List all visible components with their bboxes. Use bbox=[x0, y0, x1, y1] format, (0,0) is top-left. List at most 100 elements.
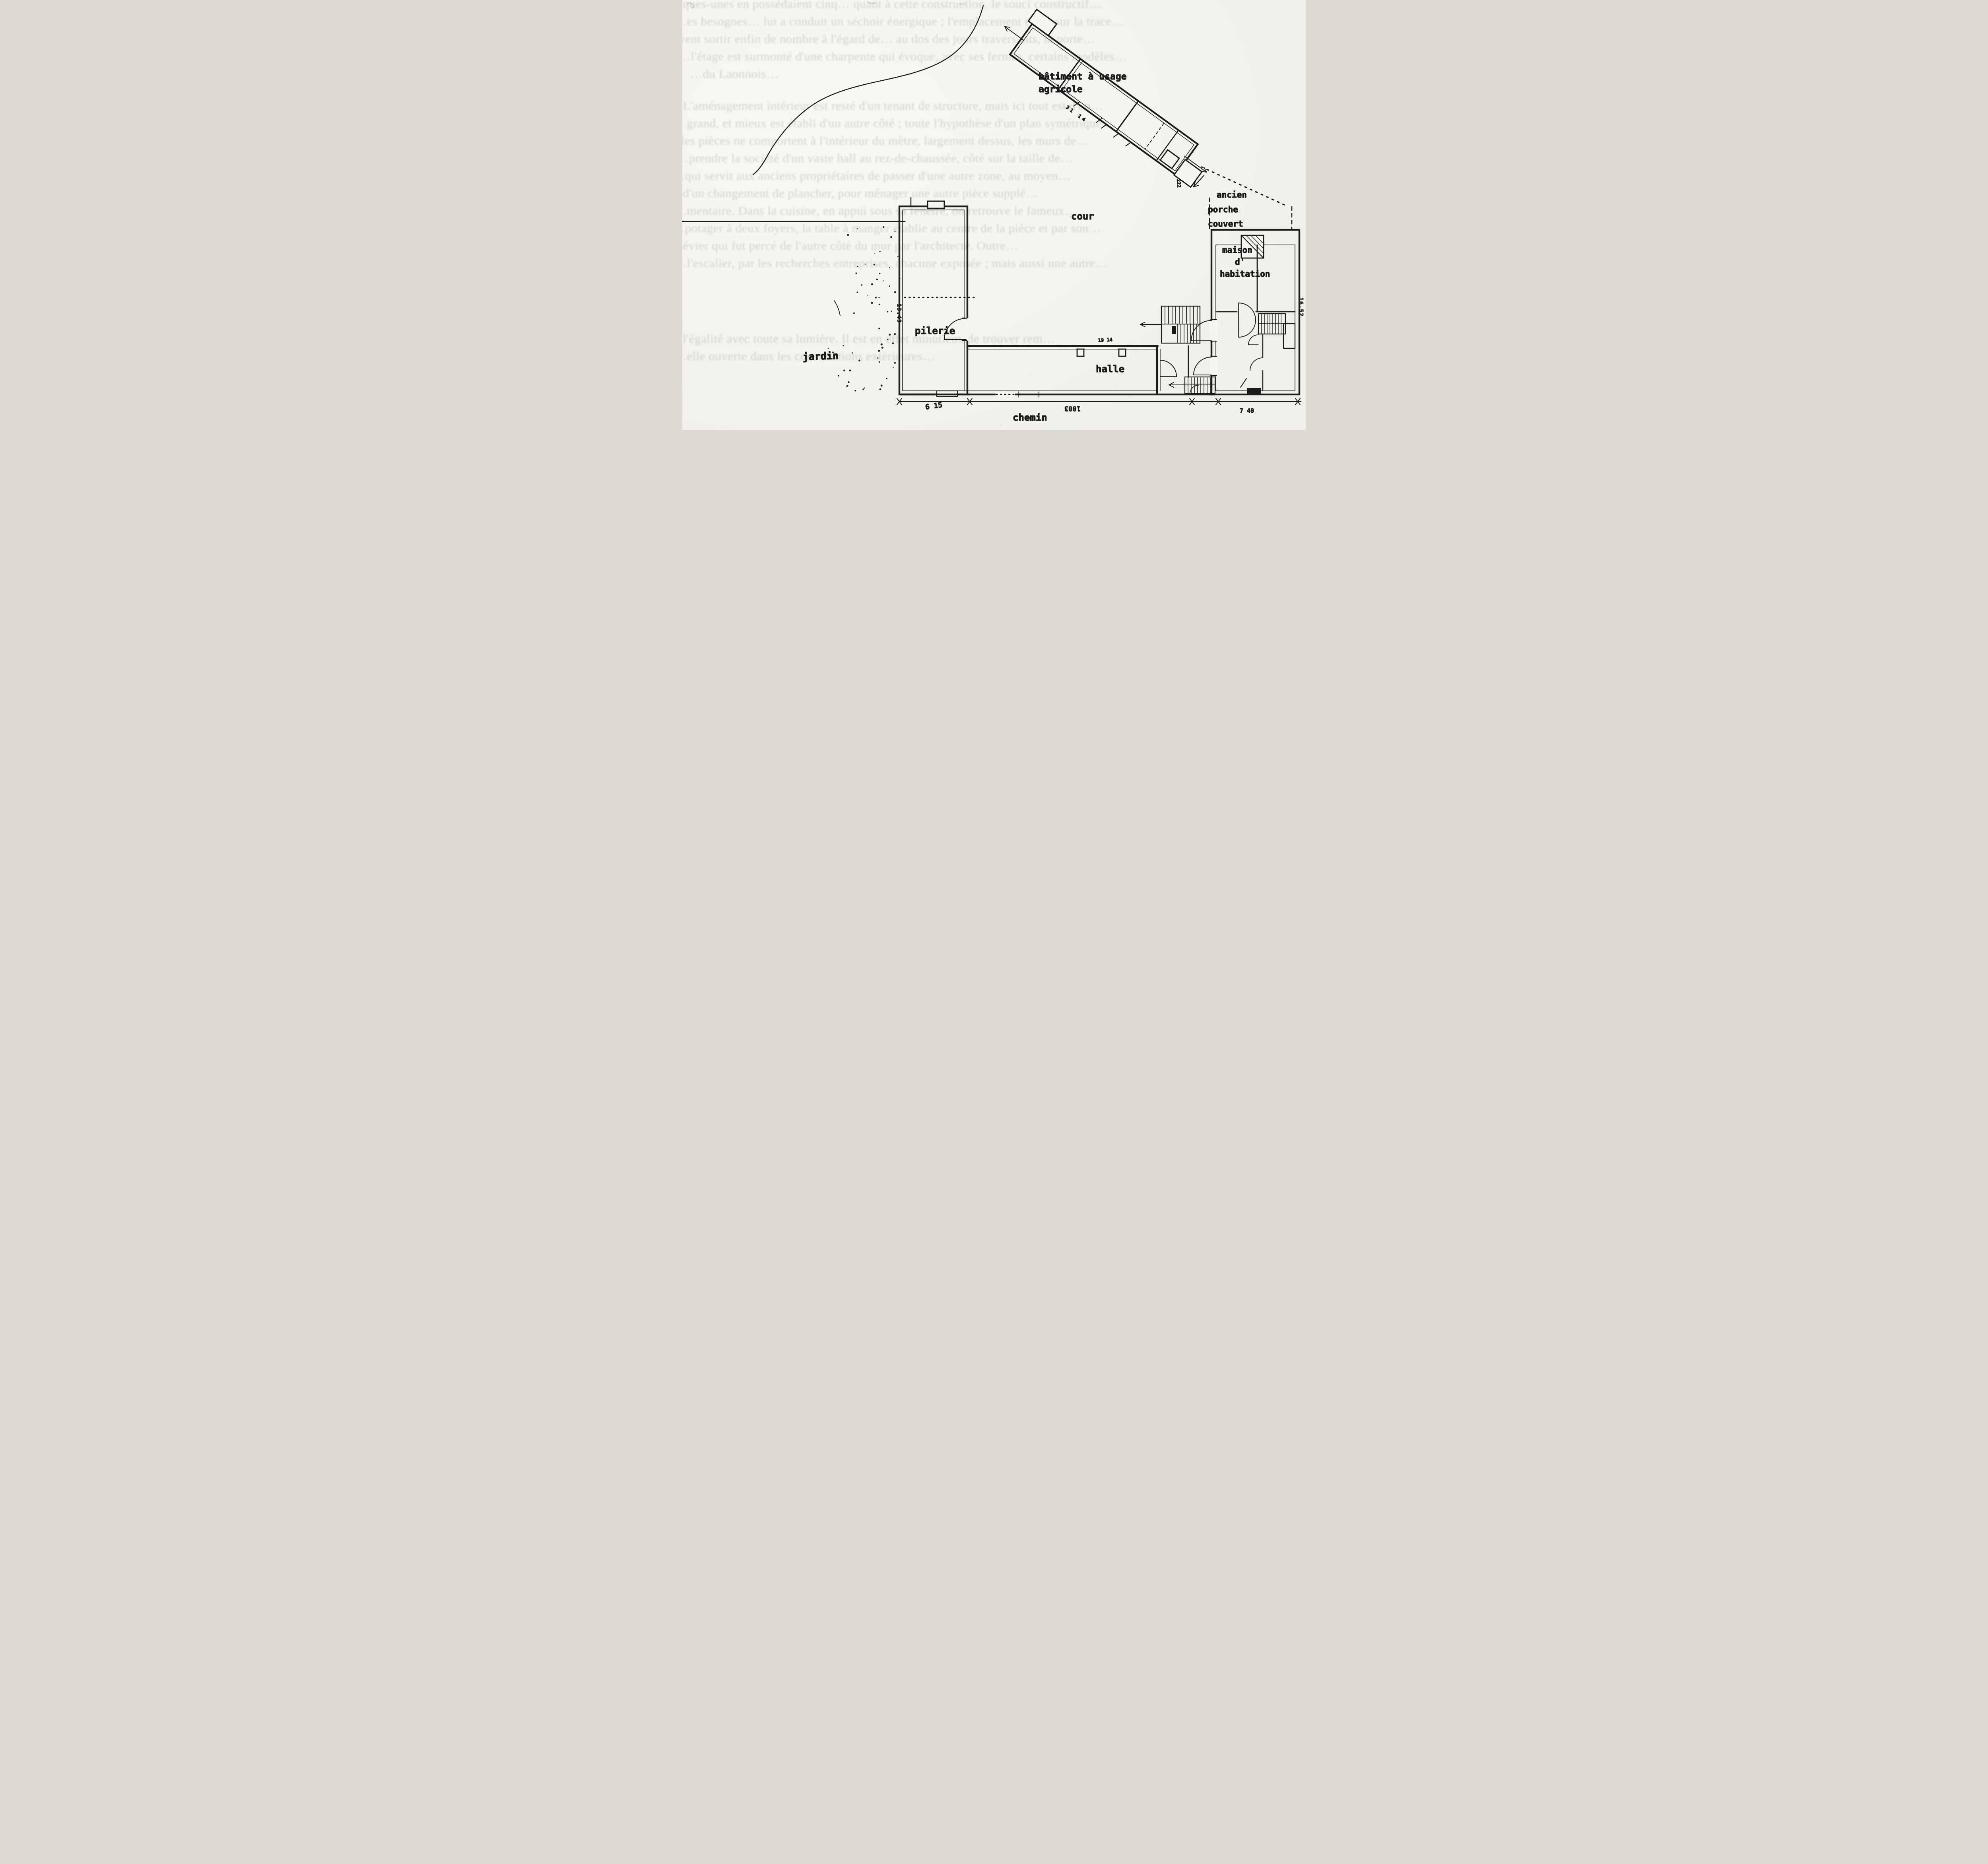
length-arrow-nw bbox=[1004, 26, 1024, 41]
garden-dot bbox=[894, 362, 896, 364]
paper-speck bbox=[1221, 323, 1223, 324]
garden-dot bbox=[871, 283, 873, 285]
bleedthrough-line: …du Laonnois… bbox=[690, 67, 779, 81]
label-halle: halle bbox=[1096, 363, 1124, 375]
garden-dot bbox=[883, 280, 884, 282]
paper-speck bbox=[775, 104, 776, 105]
garden-dot bbox=[847, 234, 849, 236]
garden-dot bbox=[828, 354, 829, 356]
label-chemin: chemin bbox=[1013, 412, 1047, 423]
label-agricultural-building-line2: agricole bbox=[1039, 84, 1083, 95]
dimension-tick bbox=[1295, 398, 1301, 405]
garden-dot bbox=[891, 311, 892, 312]
garden-dot bbox=[856, 291, 858, 293]
bleedthrough-line: …elle ouverte dans les constructions ext… bbox=[682, 349, 935, 363]
garden-dot bbox=[889, 267, 890, 268]
halle-building bbox=[898, 345, 1215, 398]
halle-inner-dimension: 19 14 bbox=[1098, 337, 1112, 343]
label-old-porch-line1: ancien bbox=[1217, 190, 1247, 200]
paper-speck bbox=[1245, 63, 1246, 64]
label-house-line1: maison bbox=[1222, 245, 1252, 255]
paper-speck bbox=[997, 86, 999, 88]
paper-speck bbox=[1030, 373, 1031, 375]
garden-dot bbox=[881, 346, 883, 349]
property-line bbox=[682, 197, 912, 222]
floor-plan-drawing: 31 14 222 bbox=[682, 1, 1304, 425]
garden-dot bbox=[894, 291, 896, 293]
garden-dot bbox=[857, 266, 858, 268]
garden-dot bbox=[854, 390, 856, 392]
garden-dot bbox=[861, 284, 863, 286]
paper-speck bbox=[990, 142, 991, 144]
closet bbox=[1283, 323, 1296, 349]
garden-dot bbox=[853, 312, 855, 314]
paper-speck bbox=[751, 30, 753, 32]
garden-dot bbox=[887, 311, 889, 313]
garden-dot bbox=[843, 345, 844, 346]
garden-dot bbox=[877, 357, 879, 359]
paper-speck bbox=[1042, 264, 1043, 265]
dimension-line bbox=[897, 398, 1301, 405]
door-swing bbox=[1250, 357, 1263, 371]
garden-dot bbox=[879, 273, 881, 274]
garden-dot bbox=[880, 384, 883, 387]
garden-dot bbox=[875, 297, 877, 299]
pier bbox=[1076, 348, 1085, 357]
dimension-tick bbox=[1189, 398, 1195, 405]
paper-speck bbox=[1072, 324, 1073, 326]
door-swing bbox=[1193, 357, 1212, 375]
bleedthrough-line: …d'un changement de plancher, pour ménag… bbox=[682, 186, 1039, 200]
dashed-partition bbox=[1145, 123, 1164, 150]
paper-speck bbox=[788, 112, 790, 114]
pilerie-building bbox=[898, 200, 978, 397]
porch-arrow bbox=[1193, 175, 1205, 188]
dimension-tick bbox=[967, 398, 973, 405]
house-depth-dimension: 16.52 bbox=[1298, 297, 1304, 317]
garden-dot bbox=[879, 250, 881, 252]
paper-speck bbox=[1129, 396, 1130, 398]
pilerie-depth-dimension: 13.49 bbox=[896, 304, 902, 323]
label-house-line2: d' bbox=[1235, 257, 1245, 267]
garden-dot bbox=[893, 367, 894, 368]
garden-dot bbox=[879, 388, 881, 390]
door-swing bbox=[1191, 320, 1212, 341]
chimney-block bbox=[1247, 388, 1261, 394]
paper-speck bbox=[1116, 388, 1118, 389]
garden-dot bbox=[846, 386, 848, 388]
garden-dot bbox=[887, 339, 889, 340]
bleedthrough-line: …ques-unes en possédaient cinq… quant à … bbox=[682, 0, 1102, 11]
garden-dot bbox=[843, 369, 845, 372]
garden-dot bbox=[874, 252, 876, 254]
garden-dot bbox=[862, 388, 864, 390]
door-swing bbox=[1160, 360, 1177, 377]
paper-speck bbox=[702, 376, 704, 377]
pilerie-width-dimension: 6 15 bbox=[925, 401, 943, 412]
dimension-tick bbox=[897, 398, 902, 405]
garden-dot bbox=[833, 354, 836, 357]
porch-edge-dimension: 222 bbox=[1176, 179, 1182, 188]
boundary-curve bbox=[752, 5, 984, 316]
label-garden: jardin bbox=[802, 350, 839, 363]
garden-dot bbox=[883, 226, 885, 228]
garden-dot bbox=[871, 302, 873, 304]
paper-speck bbox=[846, 386, 847, 388]
garden-dot bbox=[886, 378, 888, 379]
door-swing bbox=[944, 318, 966, 340]
label-pilerie: pilerie bbox=[915, 325, 955, 336]
inner-box bbox=[1159, 149, 1180, 170]
garden-dot bbox=[827, 348, 829, 349]
garden-dot bbox=[858, 359, 860, 362]
bleedthrough-line: …vent sortir enfin de nombre à l'égard d… bbox=[682, 32, 1095, 46]
garden-dot bbox=[837, 375, 839, 377]
bleedthrough-line: …mentaire. Dans la cuisine, en appui sou… bbox=[682, 204, 1077, 217]
dashed-leaders bbox=[1201, 166, 1293, 230]
paper-speck bbox=[999, 424, 1001, 425]
bleedthrough-line: …potager à deux foyers, la table à mange… bbox=[682, 221, 1101, 235]
bleedthrough-line: …les pièces ne comportent à l'intérieur … bbox=[682, 134, 1089, 148]
bleedthrough-line: …l'escalier, par les recherches entrepri… bbox=[682, 256, 1108, 270]
agricultural-building: 31 14 222 bbox=[1004, 8, 1207, 188]
garden-dot bbox=[892, 342, 894, 344]
bleedthrough-line: …l'égalité avec toute sa lumière. Il est… bbox=[682, 332, 1055, 346]
paper-speck bbox=[893, 64, 895, 65]
garden-dot bbox=[879, 361, 880, 363]
